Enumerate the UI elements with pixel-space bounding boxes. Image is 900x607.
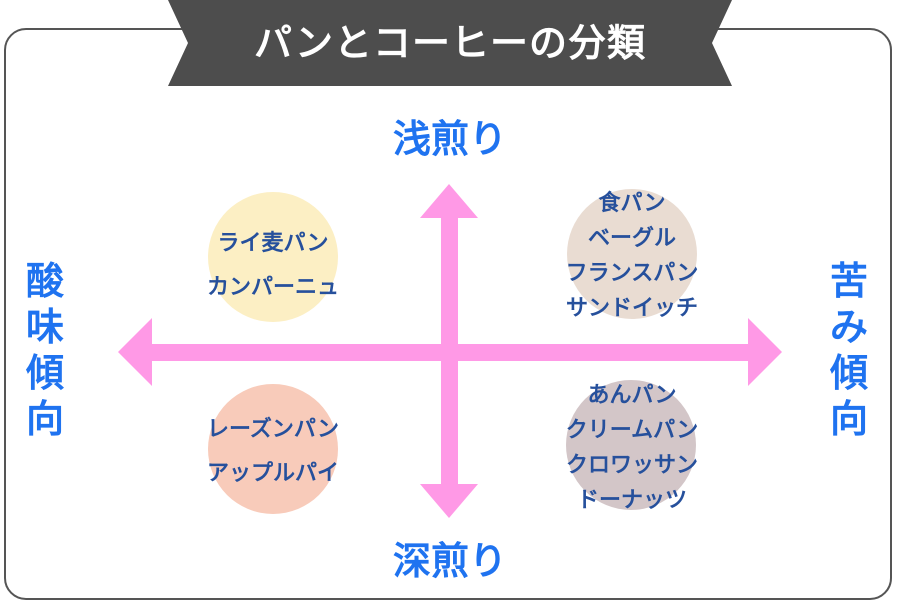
axis-label-dark-roast: 深煎り <box>392 539 507 583</box>
item-french-bread: フランスパン <box>565 261 699 286</box>
title-banner: パンとコーヒーの分類 <box>168 0 732 86</box>
diagram-title: パンとコーヒーの分類 <box>254 21 646 65</box>
group-top-right: 食パン ベーグル フランスパン サンドイッチ <box>536 186 728 326</box>
quadrant-bubble-bottom-left <box>208 384 338 514</box>
down-arrowhead <box>420 484 478 518</box>
up-arrowhead <box>420 184 478 218</box>
banner-shape <box>168 0 732 86</box>
item-anpan: あんパン <box>587 383 677 408</box>
item-donut: ドーナッツ <box>576 488 687 513</box>
axis-label-bitterness: 苦み傾向 <box>829 259 868 441</box>
item-sandwich: サンドイッチ <box>565 296 698 321</box>
item-croissant: クロワッサン <box>565 453 698 478</box>
axis-label-light-roast: 浅煎り <box>392 117 507 161</box>
group-bottom-right: あんパン クリームパン クロワッサン ドーナッツ <box>536 378 728 518</box>
item-raisin-bread: レーズンパン <box>206 417 339 442</box>
group-bottom-left: レーズンパン アップルパイ <box>193 408 353 496</box>
left-arrowhead <box>118 318 152 386</box>
item-rye-bread: ライ麦パン <box>217 231 329 256</box>
group-top-left: ライ麦パン カンパーニュ <box>193 222 353 310</box>
item-cream-pan: クリームパン <box>565 418 699 443</box>
vertical-axis-shaft <box>441 210 458 500</box>
item-shokupan: 食パン <box>598 191 666 216</box>
item-bagel: ベーグル <box>587 226 676 251</box>
quadrant-bubble-top-right <box>567 189 697 319</box>
quadrant-bubble-bottom-right <box>566 380 696 510</box>
axis-label-acidity: 酸味傾向 <box>25 259 64 441</box>
item-apple-pie: アップルパイ <box>206 461 339 486</box>
item-campagne: カンパーニュ <box>206 275 339 300</box>
right-arrowhead <box>748 318 782 386</box>
quadrant-bubble-top-left <box>208 192 338 322</box>
